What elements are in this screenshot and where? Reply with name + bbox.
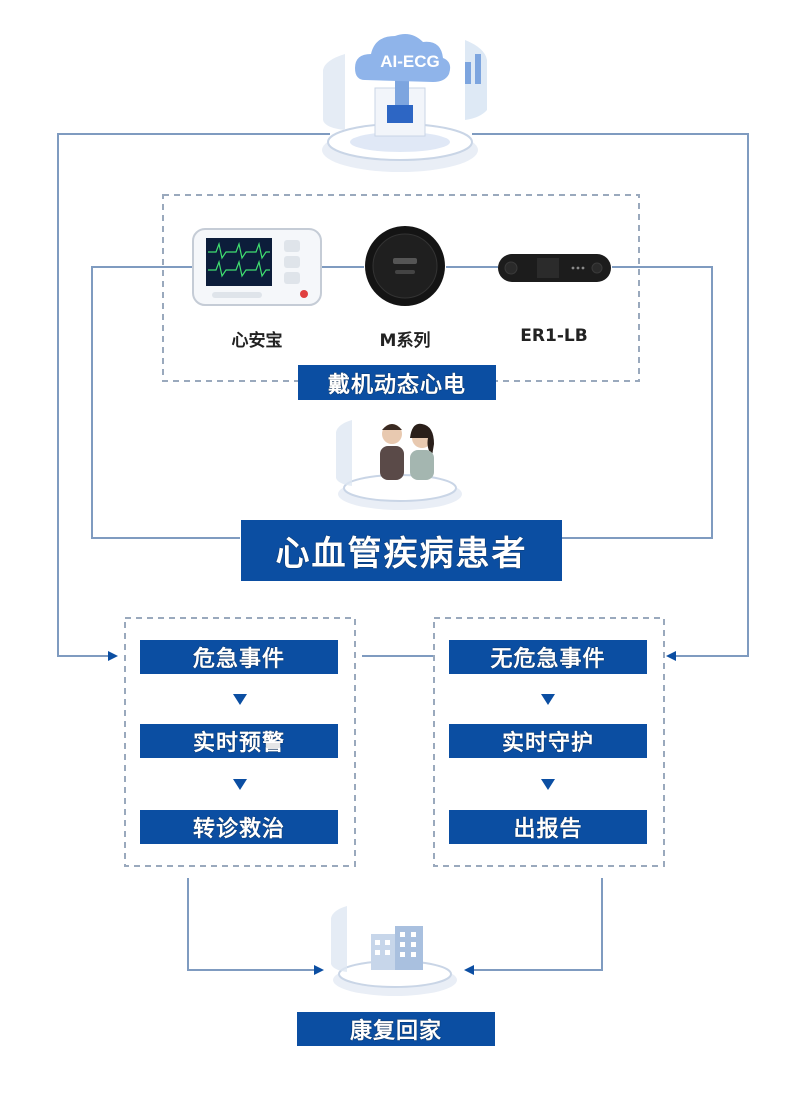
recovery-box: 康复回家 — [297, 1012, 495, 1046]
device-xinanbao — [192, 228, 322, 306]
left-step-realtime-alert: 实时预警 — [140, 724, 338, 758]
left-step-critical-event: 危急事件 — [140, 640, 338, 674]
right-step-no-critical-event: 无危急事件 — [449, 640, 647, 674]
right-down-arrow-1 — [541, 694, 555, 705]
bottom-left-connector — [187, 878, 324, 975]
hospital-building-illustration — [331, 906, 457, 996]
ai-ecg-cloud-platform: AI-ECG — [315, 10, 495, 175]
left-down-arrow-2 — [233, 779, 247, 790]
right-step-report: 出报告 — [449, 810, 647, 844]
cloud-label: AI-ECG — [380, 52, 440, 71]
device-m-series — [363, 224, 447, 308]
handheld-ecg-icon — [192, 228, 322, 306]
left-down-arrow-1 — [233, 694, 247, 705]
device-er1-lb — [497, 252, 612, 284]
device-label-er1-lb: ER1-LB — [520, 326, 588, 346]
patch-ecg-device-icon — [498, 254, 611, 282]
left-branch-frame — [124, 617, 356, 867]
outer-left-connector — [57, 133, 330, 661]
patients-platform — [330, 412, 470, 512]
device-label-m-series: M系列 — [379, 331, 431, 351]
device-label-xinanbao: 心安宝 — [231, 331, 283, 351]
patients-box: 心血管疾病患者 — [241, 520, 562, 581]
outer-right-connector — [472, 133, 749, 661]
right-branch-frame — [433, 617, 665, 867]
round-ecg-device-icon — [365, 226, 445, 306]
hospital-platform — [325, 898, 465, 998]
inner-right-connector — [562, 266, 713, 539]
cloud-platform-illustration — [322, 34, 487, 172]
inner-left-connector — [91, 266, 240, 539]
wearable-ecg-box: 戴机动态心电 — [298, 365, 496, 400]
left-step-referral: 转诊救治 — [140, 810, 338, 844]
right-step-realtime-guard: 实时守护 — [449, 724, 647, 758]
bottom-right-connector — [464, 878, 603, 975]
right-down-arrow-2 — [541, 779, 555, 790]
patients-illustration — [336, 420, 462, 510]
